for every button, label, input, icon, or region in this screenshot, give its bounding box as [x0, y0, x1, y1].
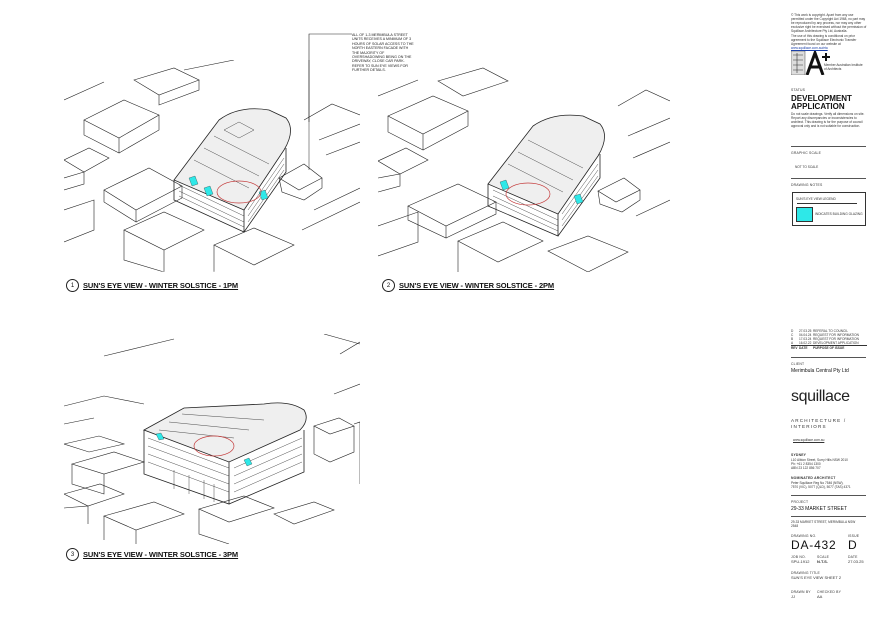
- view-2-drawing: [378, 66, 670, 272]
- firm-sub-1: ARCHITECTURE /: [791, 418, 847, 423]
- office-abn: ABN 23 122 856 707: [791, 466, 821, 470]
- issue-value: D: [848, 538, 857, 552]
- issue-label: ISSUE: [848, 534, 860, 538]
- nominated-label: NOMINATED ARCHITECT: [791, 476, 836, 480]
- legend-swatch: [796, 207, 813, 222]
- institute-logo-icon: [790, 48, 830, 76]
- view-3-caption: 3 SUN'S EYE VIEW - WINTER SOLSTICE - 3PM: [66, 548, 238, 561]
- view-3-title: SUN'S EYE VIEW - WINTER SOLSTICE - 3PM: [83, 550, 239, 559]
- divider: [791, 495, 866, 496]
- drawn-by-label: DRAWN BY: [791, 590, 811, 594]
- legend-rule: [797, 203, 857, 204]
- drawing-title-label: DRAWING TITLE: [791, 571, 820, 575]
- view-1-drawing: [64, 60, 360, 272]
- divider: [791, 146, 866, 147]
- divider: [791, 357, 866, 358]
- client-name: Merimbula Central Pty Ltd: [791, 368, 849, 374]
- date-label: DATE: [848, 555, 858, 559]
- view-2-title: SUN'S EYE VIEW - WINTER SOLSTICE - 2PM: [399, 281, 555, 290]
- view-3-number: 3: [66, 548, 79, 561]
- view-2-caption: 2 SUN'S EYE VIEW - WINTER SOLSTICE - 2PM: [382, 279, 554, 292]
- nominated-name: Peter Squillace Reg No 7546 (NSW),: [791, 481, 844, 485]
- graphic-scale-value: NOT TO SCALE: [795, 165, 819, 169]
- institute-name: Member Australian Institute of Architect…: [824, 63, 863, 71]
- view-1-title: SUN'S EYE VIEW - WINTER SOLSTICE - 1PM: [83, 281, 239, 290]
- view-2-number: 2: [382, 279, 395, 292]
- institute-logo: [790, 48, 831, 76]
- status-line-2: APPLICATION: [791, 102, 845, 111]
- firm-website-link[interactable]: www.squillace.com.au: [793, 438, 825, 442]
- client-label: CLIENT: [791, 362, 805, 366]
- view-1-caption: 1 SUN'S EYE VIEW - WINTER SOLSTICE - 1PM: [66, 279, 238, 292]
- firm-logo: squillace: [791, 388, 850, 405]
- graphic-scale-label: GRAPHIC SCALE: [791, 151, 822, 155]
- drawing-no-label: DRAWING NO.: [791, 534, 817, 538]
- divider: [791, 516, 866, 517]
- scale-label: SCALE: [817, 555, 830, 559]
- annotation-leader-line: [308, 33, 352, 122]
- divider: [791, 178, 866, 179]
- view-1-number: 1: [66, 279, 79, 292]
- title-block: © This work is copyright. Apart from any…: [790, 0, 871, 620]
- view-3-drawing: [64, 334, 360, 544]
- status-line-1: DEVELOPMENT: [791, 94, 852, 103]
- agreement-text: The use of this drawing is conditional o…: [791, 34, 857, 46]
- drawing-number: DA-432: [791, 538, 837, 552]
- project-address: 29-33 MARKET STREET, MERIMBULA NSW 2548: [791, 520, 856, 528]
- drawing-notes-label: DRAWING NOTES: [791, 183, 823, 187]
- office-label: SYDNEY: [791, 453, 807, 457]
- project-name: 29-33 MARKET STREET: [791, 506, 848, 512]
- legend-title: SUN'S EYE VIEW LEGEND: [796, 197, 836, 201]
- job-value: SPU-1912: [791, 559, 810, 564]
- agreement-link[interactable]: www.squillace.com.au/eta: [791, 46, 828, 50]
- drawing-title-value: SUN'S EYE VIEW SHEET 2: [791, 575, 842, 580]
- office-address: L10 Albion Street, Surry Hills NSW 2010: [791, 458, 848, 462]
- drawn-by-value: JJ: [791, 594, 795, 599]
- scale-value: N.T.S.: [817, 559, 828, 564]
- checked-by-value: AA: [817, 594, 823, 599]
- legend-box: SUN'S EYE VIEW LEGEND INDICATES BUILDING…: [792, 192, 866, 226]
- nominated-reg: 7570 (VIC), 5077 (QLD), 5077 (TAS) 4371: [791, 485, 851, 489]
- legend-item-label: INDICATES BUILDING GLAZING: [815, 212, 863, 216]
- job-label: JOB NO.: [791, 555, 806, 559]
- status-label: STATUS: [791, 88, 806, 92]
- agreement-note: The use of this drawing is conditional o…: [791, 34, 867, 50]
- annotation-leader-note: ALL OF 1-3 MERIMBULA STREET UNITS RECEIV…: [352, 33, 414, 73]
- firm-sub-2: INTERIORS: [791, 424, 827, 429]
- status-note: Do not scale drawings. Verify all dimens…: [791, 112, 865, 128]
- checked-by-label: CHECKED BY: [817, 590, 842, 594]
- date-value: 27.03.25: [848, 559, 864, 564]
- office-phone: Ph: +61 2 8354 1300: [791, 462, 821, 466]
- project-label: PROJECT: [791, 500, 809, 504]
- copyright-note: © This work is copyright. Apart from any…: [791, 13, 867, 33]
